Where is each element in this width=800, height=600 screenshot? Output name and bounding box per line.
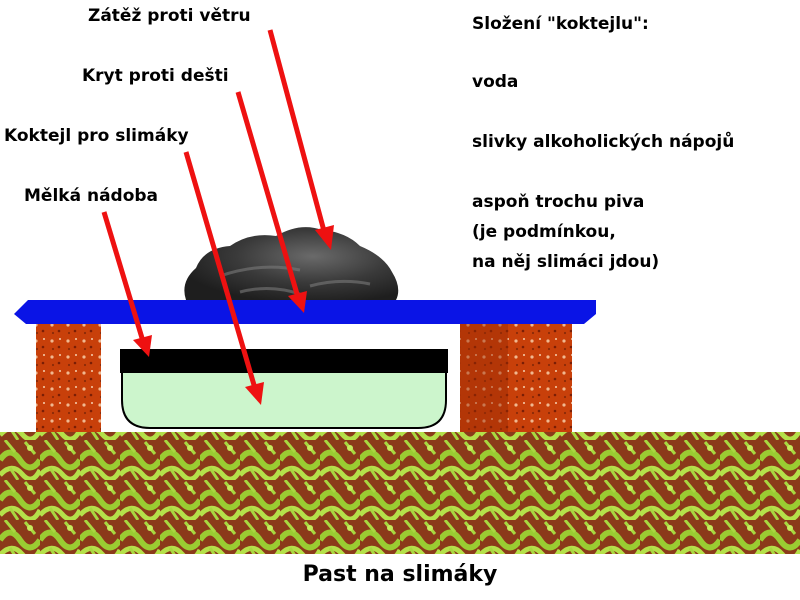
recipe-beer: aspoň trochu piva [472, 192, 645, 212]
dish-liquid [121, 371, 447, 429]
recipe-dregs: slivky alkoholických nápojů [472, 132, 735, 152]
diagram-caption: Past na slimáky [302, 562, 498, 587]
recipe-water: voda [472, 72, 519, 92]
recipe-note-line2: na něj slimáci jdou) [472, 252, 660, 272]
label-dish: Mělká nádoba [24, 186, 159, 206]
arrow-cocktail [183, 151, 264, 405]
label-cover: Kryt proti dešti [82, 66, 229, 86]
arrow-weight [267, 29, 334, 250]
recipe-title: Složení "koktejlu": [472, 14, 649, 34]
label-cocktail: Koktejl pro slimáky [4, 126, 189, 146]
brick-support-left [36, 310, 101, 432]
ground-grass [0, 432, 800, 554]
brick-support-right [460, 310, 572, 432]
rain-cover [14, 300, 596, 324]
label-weight: Zátěž proti větru [88, 6, 251, 26]
dish-rim [120, 349, 448, 373]
arrow-cover [235, 91, 307, 313]
arrow-dish [101, 211, 152, 357]
brick-support-right-shade [460, 318, 508, 432]
recipe-note-line1: (je podmínkou, [472, 222, 616, 242]
